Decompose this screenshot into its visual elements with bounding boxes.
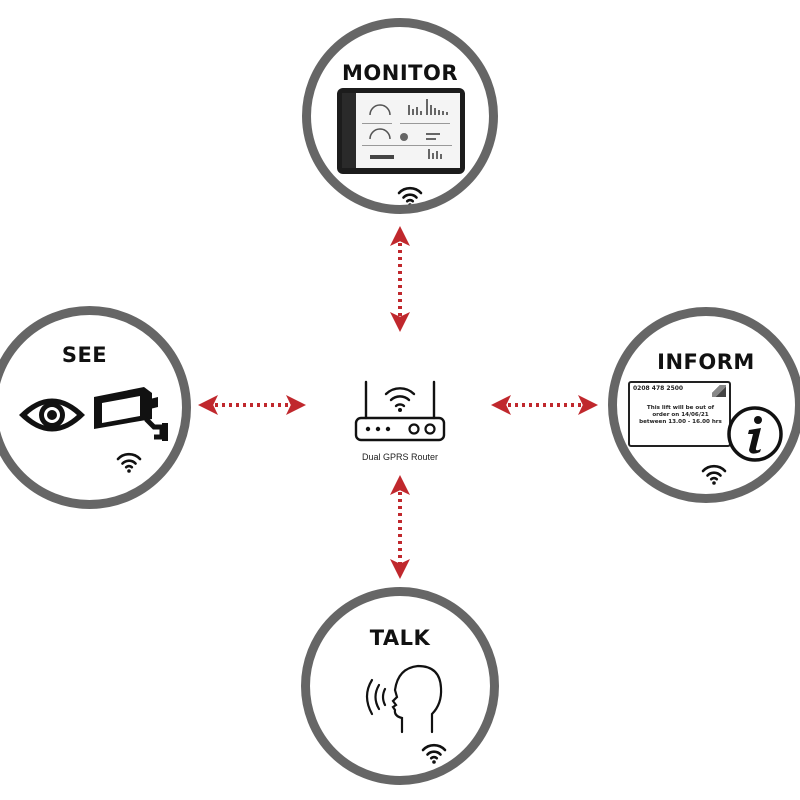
see-title: SEE (61, 343, 108, 367)
router-icon (354, 380, 446, 442)
display-message: This lift will be out of order on 14/06/… (638, 405, 723, 426)
wifi-icon (421, 743, 447, 764)
wifi-icon (397, 186, 423, 205)
display-line: This lift will be out of (646, 405, 715, 411)
speaking-head-icon (365, 664, 443, 734)
talk-node: TALK (301, 587, 499, 785)
wifi-icon (701, 464, 727, 485)
cctv-camera-icon (94, 387, 168, 441)
see-node: SEE (0, 306, 191, 509)
display-logo-icon (712, 385, 726, 397)
display-phone: 0208 478 2500 (633, 385, 684, 392)
inform-node: INFORM 0208 478 2500 This lift will be o… (608, 307, 800, 503)
inform-title: INFORM (657, 350, 755, 374)
display-line: between 13.00 - 16.00 hrs (639, 419, 722, 425)
router-label: Dual GPRS Router (361, 452, 439, 462)
eye-icon (19, 398, 85, 432)
talk-title: TALK (369, 626, 431, 650)
monitor-title: MONITOR (342, 61, 458, 85)
tablet-dashboard-icon (337, 88, 465, 174)
info-icon (727, 406, 783, 462)
wifi-icon (116, 452, 142, 473)
monitor-node: MONITOR (302, 18, 498, 214)
display-line: order on 14/06/21 (652, 412, 709, 418)
info-display-icon: 0208 478 2500 This lift will be out of o… (628, 381, 731, 447)
